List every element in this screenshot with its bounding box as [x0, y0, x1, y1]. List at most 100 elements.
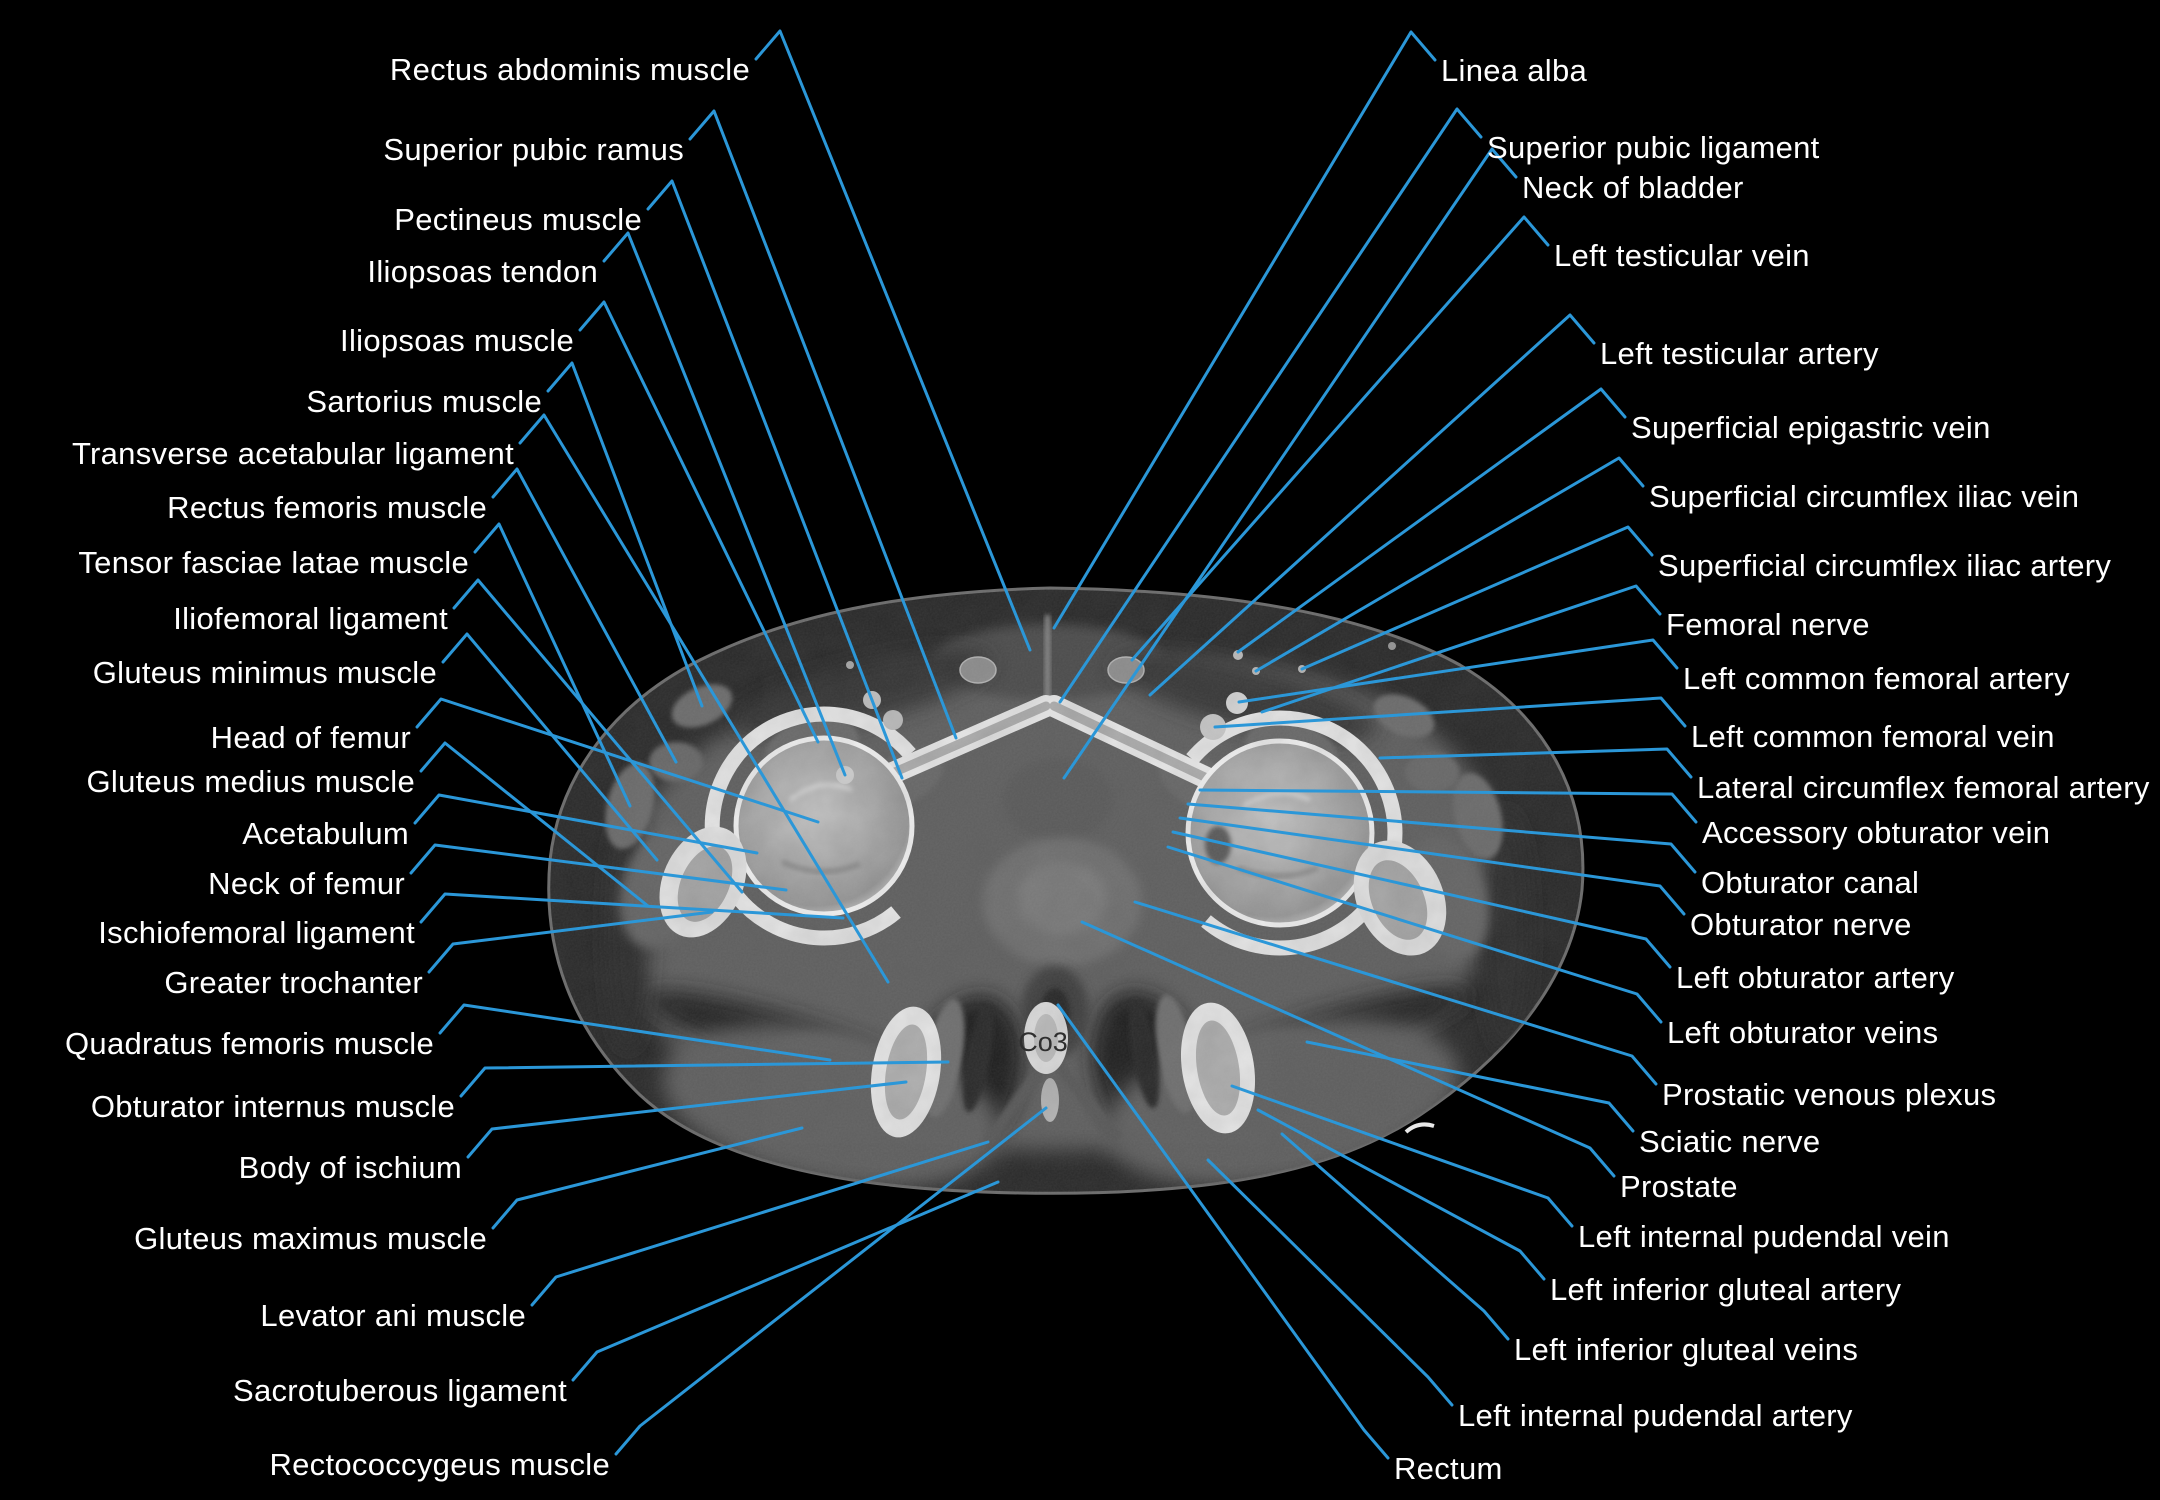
leader-sacrotuberous-ligament — [571, 1180, 1000, 1382]
label-left-internal-pudendal-artery: Left internal pudendal artery — [1458, 1398, 1853, 1433]
label-left-obturator-veins: Left obturator veins — [1667, 1015, 1938, 1050]
label-gluteus-maximus-muscle: Gluteus maximus muscle — [134, 1221, 487, 1256]
label-prostate: Prostate — [1620, 1169, 1738, 1204]
label-left-testicular-vein: Left testicular vein — [1554, 238, 1810, 273]
leader-rectus-abdominis-muscle — [754, 29, 1032, 652]
leader-neck-of-femur — [409, 843, 788, 892]
label-gluteus-medius-muscle: Gluteus medius muscle — [87, 764, 416, 799]
leader-sciatic-nerve — [1305, 1040, 1635, 1133]
leader-sartorius-muscle — [546, 361, 704, 708]
leader-left-testicular-vein — [1130, 215, 1550, 662]
leader-prostate — [1080, 920, 1616, 1178]
leader-femoral-nerve — [1260, 584, 1662, 714]
label-superficial-epigastric-vein: Superficial epigastric vein — [1631, 410, 1991, 445]
label-rectus-femoris-muscle: Rectus femoris muscle — [167, 490, 487, 525]
label-iliopsoas-muscle: Iliopsoas muscle — [340, 323, 574, 358]
leader-prostatic-venous-plexus — [1133, 900, 1658, 1086]
leader-head-of-femur — [415, 697, 820, 824]
leader-ischiofemoral-ligament — [419, 892, 845, 924]
leader-iliofemoral-ligament — [452, 578, 744, 894]
artifact-mark — [1404, 1122, 1435, 1134]
label-accessory-obturator-vein: Accessory obturator vein — [1702, 815, 2050, 850]
leader-gluteus-medius-muscle — [419, 741, 650, 908]
label-lateral-circumflex-femoral-artery: Lateral circumflex femoral artery — [1697, 770, 2150, 805]
label-superior-pubic-ligament: Superior pubic ligament — [1487, 130, 1820, 165]
leader-iliopsoas-muscle — [578, 300, 820, 744]
label-levator-ani-muscle: Levator ani muscle — [260, 1298, 526, 1333]
leader-left-testicular-artery — [1148, 313, 1596, 697]
leader-gluteus-minimus-muscle — [441, 632, 659, 862]
label-left-common-femoral-vein: Left common femoral vein — [1691, 719, 2055, 754]
leader-left-common-femoral-artery — [1237, 638, 1679, 704]
label-ischiofemoral-ligament: Ischiofemoral ligament — [98, 915, 415, 950]
label-obturator-canal: Obturator canal — [1701, 865, 1919, 900]
label-prostatic-venous-plexus: Prostatic venous plexus — [1662, 1077, 1996, 1112]
leader-obturator-canal — [1186, 802, 1697, 874]
leader-obturator-internus-muscle — [459, 1060, 950, 1098]
label-femoral-nerve: Femoral nerve — [1666, 607, 1870, 642]
leader-obturator-nerve — [1178, 816, 1686, 916]
label-left-inferior-gluteal-artery: Left inferior gluteal artery — [1550, 1272, 1901, 1307]
label-rectococcygeus-muscle: Rectococcygeus muscle — [269, 1447, 610, 1482]
label-acetabulum: Acetabulum — [242, 816, 409, 851]
leader-quadratus-femoris-muscle — [438, 1003, 832, 1062]
leader-left-obturator-artery — [1171, 830, 1672, 969]
leader-superficial-circumflex-iliac-artery — [1300, 525, 1654, 671]
leader-superficial-epigastric-vein — [1236, 387, 1627, 654]
label-quadratus-femoris-muscle: Quadratus femoris muscle — [65, 1026, 434, 1061]
label-rectus-abdominis-muscle: Rectus abdominis muscle — [390, 52, 750, 87]
label-sartorius-muscle: Sartorius muscle — [306, 384, 542, 419]
leader-gluteus-maximus-muscle — [491, 1126, 804, 1230]
label-iliopsoas-tendon: Iliopsoas tendon — [367, 254, 598, 289]
leader-pectineus-muscle — [646, 179, 904, 780]
leader-iliopsoas-tendon — [602, 231, 847, 777]
label-sciatic-nerve: Sciatic nerve — [1639, 1124, 1820, 1159]
label-transverse-acetabular-ligament: Transverse acetabular ligament — [72, 436, 514, 471]
leader-levator-ani-muscle — [530, 1140, 990, 1307]
leader-lateral-circumflex-femoral-artery — [1378, 747, 1693, 779]
label-rectum: Rectum — [1394, 1451, 1503, 1486]
label-obturator-internus-muscle: Obturator internus muscle — [91, 1089, 455, 1124]
label-left-internal-pudendal-vein: Left internal pudendal vein — [1578, 1219, 1950, 1254]
leader-neck-of-bladder — [1062, 147, 1518, 780]
label-iliofemoral-ligament: Iliofemoral ligament — [173, 601, 448, 636]
ct-slice — [547, 586, 1585, 1195]
label-pectineus-muscle: Pectineus muscle — [394, 202, 642, 237]
label-head-of-femur: Head of femur — [211, 720, 411, 755]
leader-left-internal-pudendal-vein — [1230, 1084, 1574, 1228]
leader-left-obturator-veins — [1166, 845, 1663, 1024]
label-gluteus-minimus-muscle: Gluteus minimus muscle — [93, 655, 437, 690]
label-greater-trochanter: Greater trochanter — [164, 965, 423, 1000]
leader-transverse-acetabular-ligament — [518, 413, 890, 984]
leader-left-inferior-gluteal-veins — [1280, 1132, 1510, 1341]
leader-accessory-obturator-vein — [1198, 788, 1698, 824]
leader-rectum — [1056, 1003, 1390, 1460]
leader-body-of-ischium — [466, 1080, 908, 1159]
label-left-testicular-artery: Left testicular artery — [1600, 336, 1879, 371]
leader-linea-alba — [1052, 30, 1437, 630]
leader-left-inferior-gluteal-artery — [1256, 1108, 1546, 1281]
label-left-common-femoral-artery: Left common femoral artery — [1683, 661, 2070, 696]
leader-rectus-femoris-muscle — [491, 467, 678, 764]
leader-greater-trochanter — [427, 910, 714, 974]
leader-superior-pubic-ligament — [1058, 107, 1483, 704]
slice-marker: Co3 — [1018, 1027, 1068, 1057]
leader-superior-pubic-ramus — [688, 109, 958, 740]
label-neck-of-bladder: Neck of bladder — [1522, 170, 1744, 205]
label-body-of-ischium: Body of ischium — [239, 1150, 462, 1185]
label-superior-pubic-ramus: Superior pubic ramus — [383, 132, 684, 167]
label-left-obturator-artery: Left obturator artery — [1676, 960, 1955, 995]
label-superficial-circumflex-iliac-artery: Superficial circumflex iliac artery — [1658, 548, 2111, 583]
label-sacrotuberous-ligament: Sacrotuberous ligament — [233, 1373, 567, 1408]
leader-acetabulum — [413, 793, 759, 855]
label-superficial-circumflex-iliac-vein: Superficial circumflex iliac vein — [1649, 479, 2079, 514]
leader-left-common-femoral-vein — [1213, 696, 1687, 729]
label-linea-alba: Linea alba — [1441, 53, 1588, 88]
label-neck-of-femur: Neck of femur — [208, 866, 405, 901]
label-tensor-fasciae-latae-muscle: Tensor fasciae latae muscle — [78, 545, 469, 580]
label-left-inferior-gluteal-veins: Left inferior gluteal veins — [1514, 1332, 1858, 1367]
leader-tensor-fasciae-latae-muscle — [473, 522, 632, 808]
